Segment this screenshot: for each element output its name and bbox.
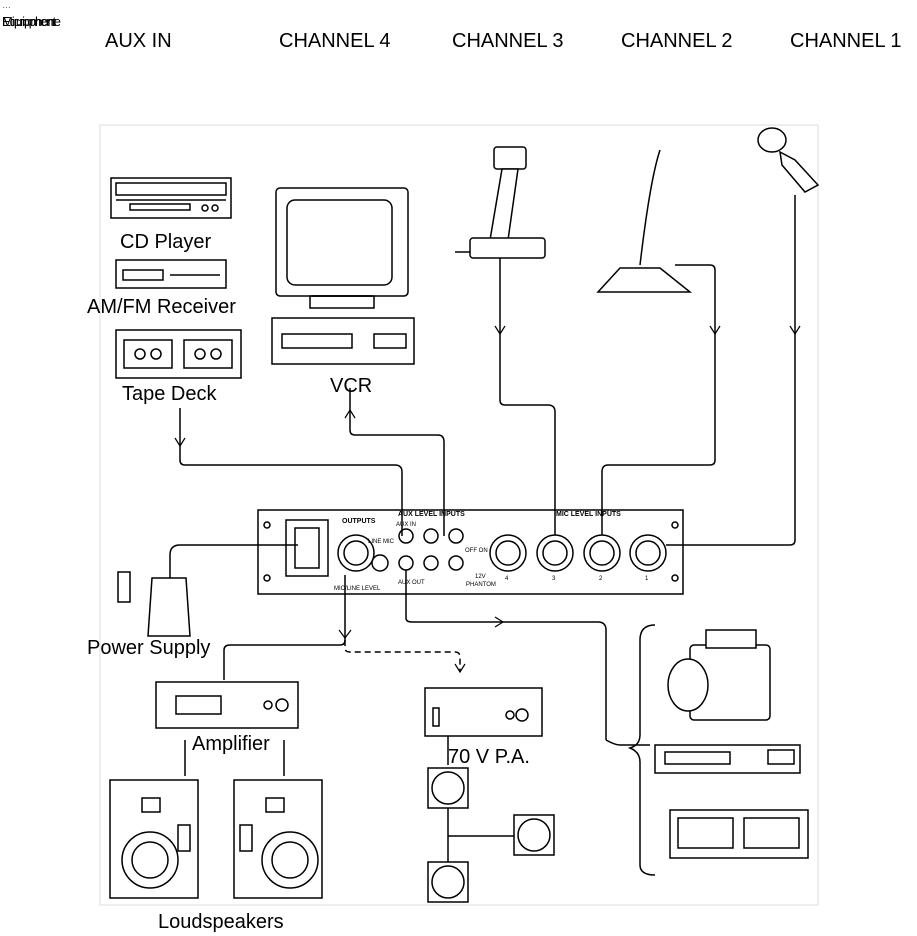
television-icon (275, 187, 409, 309)
panel-phantom-label: PHANTOM (466, 582, 496, 588)
handheld-microphone-icon (757, 127, 820, 193)
amplifier-icon (155, 681, 299, 776)
panel-num-3: 3 (552, 576, 556, 582)
panel-aux-level-inputs-label: AUX LEVEL INPUTS (398, 511, 465, 518)
header-channel-1: CHANNEL 1 (790, 30, 902, 52)
desk-microphone-icon (455, 146, 546, 259)
cd-player-icon (110, 177, 232, 219)
header-channel-2: CHANNEL 2 (621, 30, 733, 52)
header-channel-3: CHANNEL 3 (452, 30, 564, 52)
vcr-icon (271, 317, 415, 365)
power-supply-icon (117, 571, 191, 637)
panel-off-on-label: OFF ON (465, 548, 488, 554)
cable-arrows (174, 325, 801, 674)
panel-mic-line-level-label: MIC/LINE LEVEL (334, 586, 381, 592)
panel-outputs-label: OUTPUTS (342, 518, 376, 525)
gooseneck-microphone-icon (596, 149, 693, 293)
loudspeakers-label: Loudspeakers (158, 911, 284, 933)
panel-line-mic-label: LINE MIC (368, 539, 395, 545)
microphone-label: Microphone (2, 14, 61, 29)
panel-aux-out-label: AUX OUT (398, 580, 425, 586)
loudspeaker-right-icon (233, 779, 323, 899)
panel-mic-level-inputs-label: MIC LEVEL INPUTS (556, 511, 621, 518)
power-supply-label: Power Supply (87, 637, 210, 659)
panel-aux-in-label: AUX IN (396, 522, 416, 528)
receiver-icon (115, 259, 227, 289)
equipment-bracket (627, 624, 656, 876)
am-fm-receiver-label: AM/FM Receiver (87, 296, 236, 318)
panel-num-4: 4 (505, 576, 509, 582)
amplifier-label: Amplifier (192, 733, 270, 755)
panel-num-2: 2 (599, 576, 603, 582)
pa-speaker-network (427, 767, 555, 903)
tape-deck-output-icon (669, 809, 809, 859)
diagram-frame (99, 124, 819, 906)
tape-deck-label: Tape Deck (122, 383, 217, 405)
panel-12v-label: 12V (475, 574, 486, 580)
signal-cables (169, 195, 796, 746)
vcr-output-icon (654, 744, 801, 774)
mixer-panel (257, 509, 684, 595)
vcr-label: VCR (330, 375, 372, 397)
camcorder-icon (667, 629, 771, 721)
top-faint-text: … (2, 0, 11, 10)
pa-70v-icon (424, 687, 543, 765)
tape-deck-icon (115, 329, 242, 379)
loudspeaker-left-icon (109, 779, 199, 899)
panel-num-1: 1 (645, 576, 649, 582)
pa-70v-label: 70 V P.A. (448, 746, 530, 768)
equipment-label: Equipment (2, 14, 56, 29)
header-channel-4: CHANNEL 4 (279, 30, 391, 52)
header-aux-in: AUX IN (105, 30, 172, 52)
cd-player-label: CD Player (120, 231, 211, 253)
